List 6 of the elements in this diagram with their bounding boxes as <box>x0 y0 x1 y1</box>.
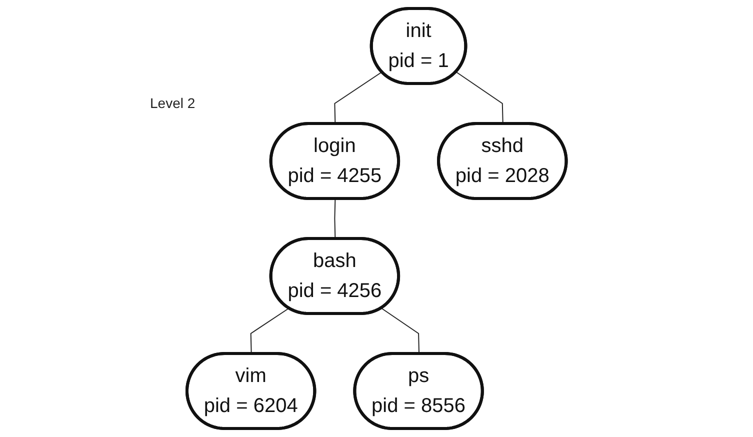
connector <box>380 308 420 354</box>
connector <box>250 308 290 354</box>
connector <box>334 72 382 124</box>
connector <box>334 198 336 240</box>
level-label: Level 2 <box>150 95 196 111</box>
connector <box>456 72 504 124</box>
